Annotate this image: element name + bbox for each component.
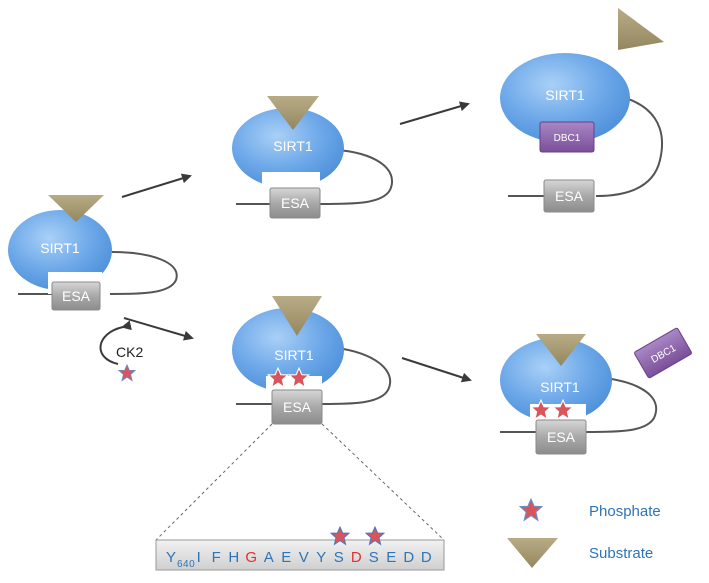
sirt1-protein [500,53,630,143]
sequence-residue: S [334,549,345,566]
sirt1-protein [500,338,612,422]
complex-bottom-right: DBC1 SIRT1 ESA [500,327,692,455]
sequence-residue: H [228,549,239,566]
sequence-residue: D [351,549,362,566]
substrate-icon [507,538,558,568]
esa-pocket [262,172,320,190]
sequence-residue: S [369,549,380,566]
sequence-residue: F [212,549,222,566]
legend-substrate-label: Substrate [589,545,653,562]
ck2-label: CK2 [116,344,143,360]
sequence-residue: D [421,549,432,566]
phosphate-star-icon [519,498,543,521]
zoom-guide-right [321,423,445,541]
phosphate-star-icon [118,364,136,382]
complex-left: SIRT1 ESA [8,195,178,311]
ck2-phosphorylation: CK2 [99,320,143,382]
esa-box [51,281,101,311]
sirt1-label: SIRT1 [545,87,585,103]
esa-box [543,179,595,213]
sirt1-label: SIRT1 [273,138,313,154]
substrate-triangle [267,96,319,130]
sequence-residue: E [281,549,292,566]
esa-label: ESA [283,399,312,415]
esa-box [269,187,321,219]
arrow-to-top-complex [121,173,192,198]
arrow-to-bottom-complex [123,317,194,341]
linker-tail [321,347,391,405]
sirt1-protein [232,308,344,392]
substrate-triangle [536,334,586,366]
substrate-triangle [618,8,664,50]
sequence-start-number: 640 [177,559,195,570]
esa-label: ESA [62,288,91,304]
sirt1-label: SIRT1 [40,240,80,256]
sequence-residue: G [245,549,257,566]
complex-top-right: SIRT1 DBC1 ESA [500,8,664,213]
sequence-residue: I [197,549,202,566]
legend: Phosphate Substrate [507,498,661,568]
linker-tail [595,95,663,197]
sirt1-protein [8,210,112,290]
legend-phosphate-label: Phosphate [589,503,661,520]
linker-tail [585,377,657,433]
complex-bottom-middle: SIRT1 ESA [232,296,391,425]
esa-label: ESA [547,429,576,445]
linker-tail [109,251,178,295]
esa-box [271,389,323,425]
complex-top-middle: SIRT1 ESA [232,96,393,219]
esa-box [535,419,587,455]
sequence-residue: D [403,549,414,566]
arrow-to-bottom-right-complex [401,357,472,383]
dbc1-box [634,327,692,379]
linker-tail [319,149,393,205]
sequence-start-residue: Y [166,549,177,566]
esa-label: ESA [281,195,310,211]
sirt1-protein [232,108,344,188]
sequence-residue: V [299,549,310,566]
substrate-triangle [272,296,322,336]
sirt1-label: SIRT1 [274,347,314,363]
dbc1-label: DBC1 [554,133,581,144]
sequence-residue: A [264,549,275,566]
zoom-guide-left [155,423,273,541]
substrate-triangle [48,195,104,222]
sequence-box [155,539,445,571]
sequence-residue: E [386,549,397,566]
arrow-to-top-right-complex [399,101,470,125]
esa-label: ESA [555,188,584,204]
sequence-residue: Y [316,549,327,566]
ck2-curved-arrow [99,320,132,365]
sirt1-label: SIRT1 [540,379,580,395]
dbc1-box [539,121,595,153]
